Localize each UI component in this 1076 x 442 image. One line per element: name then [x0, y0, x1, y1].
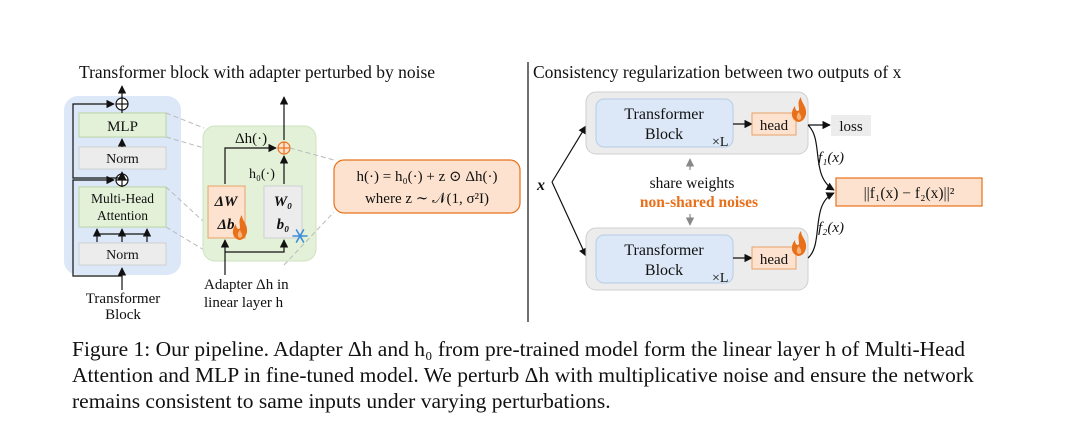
- repeat-top: ×L: [712, 135, 728, 150]
- left-panel-title: Transformer block with adapter perturbed…: [79, 62, 435, 82]
- formula-line1: h(·) = h₀(·) + z ⊙ Δh(·): [357, 169, 498, 185]
- block-bottom-line2: Block: [645, 262, 683, 279]
- block-bottom-line1: Transformer: [624, 242, 704, 259]
- flame-icon: [791, 97, 807, 122]
- transformer-block-bottom: [595, 234, 734, 284]
- head-bottom-label: head: [760, 252, 789, 268]
- adapter-caption-line2: linear layer h: [204, 295, 284, 311]
- flame-icon: [791, 231, 807, 256]
- noise-formula-box: [333, 159, 521, 214]
- block-top-line2: Block: [645, 126, 683, 143]
- caption-text: Figure 1: Our pipeline. Adapter Δh and h…: [72, 337, 974, 413]
- f2-label: f₂(x): [818, 220, 844, 236]
- residual-connection-1: [72, 175, 122, 277]
- mha-box: [78, 186, 167, 228]
- w0-label: W₀: [274, 194, 293, 210]
- snowflake-icon: [292, 229, 308, 243]
- norm-top-label: Norm: [106, 152, 139, 167]
- residual-connection-2: [72, 99, 122, 179]
- pipeline-diagram: Transformer block with adapter perturbed…: [64, 62, 983, 323]
- adapter-caption-line1: Adapter Δh in: [204, 277, 289, 293]
- mha-label-line1: Multi-Head: [91, 191, 154, 206]
- right-panel-title: Consistency regularization between two o…: [533, 62, 902, 82]
- transformer-block-top: [595, 98, 734, 148]
- input-x-label: x: [536, 177, 545, 194]
- block-label-line2: Block: [105, 307, 141, 323]
- non-shared-noises-label: non-shared noises: [640, 194, 758, 211]
- f1-label: f₁(x): [818, 150, 844, 166]
- consistency-loss-label: ||f₁(x) − f₂(x)||²: [864, 185, 955, 202]
- norm-bottom-label: Norm: [106, 248, 139, 263]
- block-label-line1: Transformer: [86, 291, 160, 307]
- flame-icon: [232, 215, 248, 240]
- mlp-label: MLP: [107, 119, 138, 135]
- pretrained-weight-box: [263, 185, 303, 239]
- plus-circle-icon: [115, 173, 129, 187]
- plus-circle-icon: [277, 141, 291, 155]
- loss-box: [831, 115, 871, 136]
- delta-b-label: Δb: [217, 217, 235, 233]
- figure-caption: Figure 1: Our pipeline. Adapter Δh and h…: [72, 336, 1012, 414]
- head-top: [751, 112, 797, 136]
- plus-circle-icon: [115, 97, 129, 111]
- block-top-line1: Transformer: [624, 106, 704, 123]
- norm-bottom-box: [78, 242, 167, 266]
- adapter-output-label: Δh(·): [235, 131, 267, 147]
- h0-output-label: h₀(·): [249, 167, 275, 182]
- mha-label-line2: Attention: [97, 208, 148, 223]
- consistency-loss-box: [835, 177, 983, 207]
- head-bottom: [751, 246, 797, 270]
- delta-w-label: ΔW: [214, 194, 239, 210]
- formula-line2: where z ∼ 𝒩(1, σ²I): [365, 191, 489, 207]
- loss-label: loss: [839, 119, 863, 135]
- share-weights-label: share weights: [650, 175, 735, 192]
- repeat-bottom: ×L: [712, 271, 728, 286]
- head-top-label: head: [760, 118, 789, 134]
- b0-label: b₀: [277, 217, 290, 233]
